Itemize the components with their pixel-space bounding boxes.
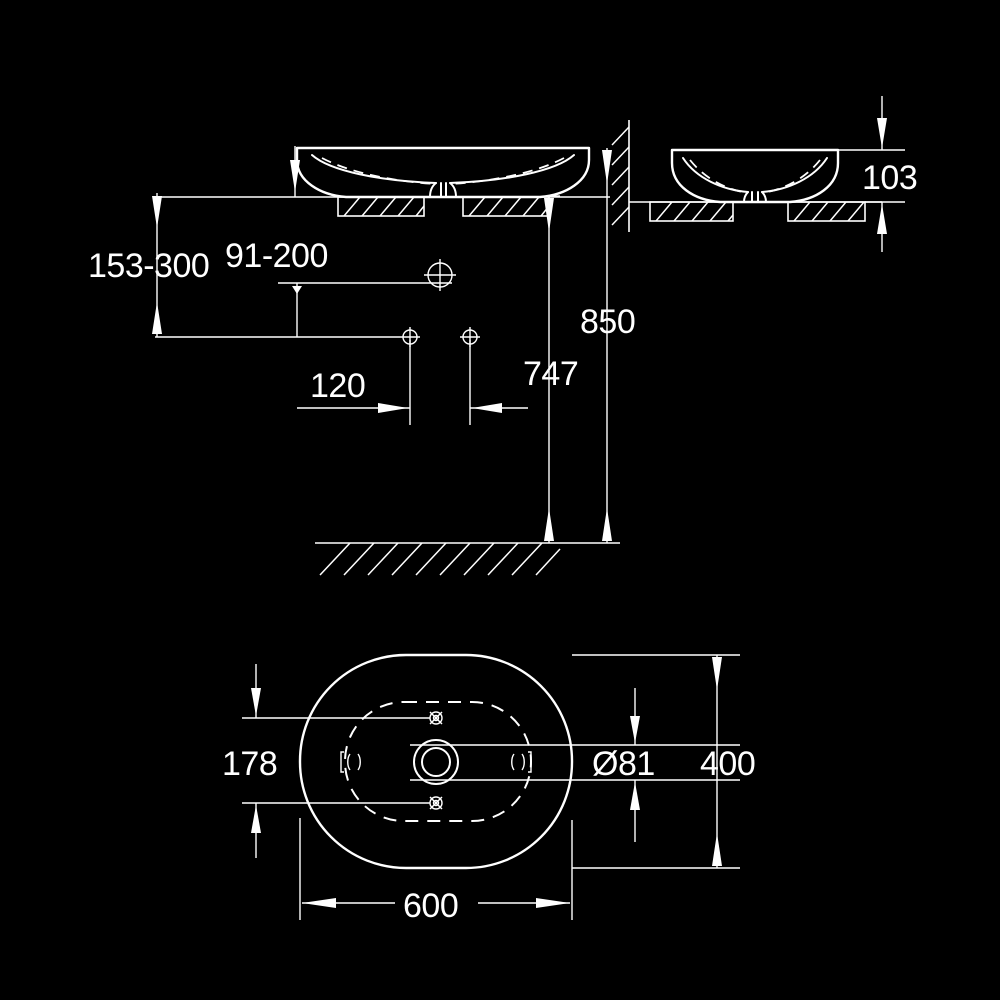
side-countertop-hatch-right [787,201,866,222]
drain-outlet [413,739,459,785]
dim-hole-offset [297,403,528,413]
dim-label-120: 120 [310,367,365,405]
overflow-mark-left [340,751,361,773]
basin-side-outline [670,148,840,204]
dim-label-600: 600 [403,887,458,925]
dim-label-153-300: 153-300 [88,247,209,285]
dim-basin-depth [712,655,722,868]
dim-label-178: 178 [222,745,277,783]
side-countertop-hatch-left [649,201,734,222]
side-elevation-view: 103 [629,96,918,252]
dim-side-basin-height [838,96,905,252]
rim-indicator-arrow [290,146,300,197]
dim-basin-inset-depth [251,664,261,858]
dim-spout-projection-range [278,282,452,337]
fixing-point-bottom [429,796,443,810]
overflow-mark-right [511,751,532,773]
dim-label-400: 400 [700,745,755,783]
dim-label-91-200: 91-200 [225,237,328,275]
basin-front-outline [295,146,591,199]
dim-label-850: 850 [580,303,635,341]
dim-label-747: 747 [523,355,578,393]
wall-section [611,120,630,232]
plan-view: 178 Ø81 400 600 [222,653,756,925]
dim-basin-rim-height [602,148,612,543]
basin-plan-outline [298,653,574,870]
floor-section [315,542,620,576]
dim-drain-diameter [630,688,640,842]
dim-basin-width [299,818,573,920]
dim-tap-height-range [152,193,400,338]
countertop-hatch-right [462,196,550,217]
faucet-hole-target-upper [424,259,456,291]
front-elevation-view: 153-300 91-200 [88,120,636,576]
dim-tap-hole-height [544,195,560,543]
fixing-point-top [429,711,443,725]
dim-label-103: 103 [862,159,917,197]
countertop-hatch-left [337,196,425,217]
dim-label-diameter-81: Ø81 [592,745,655,783]
